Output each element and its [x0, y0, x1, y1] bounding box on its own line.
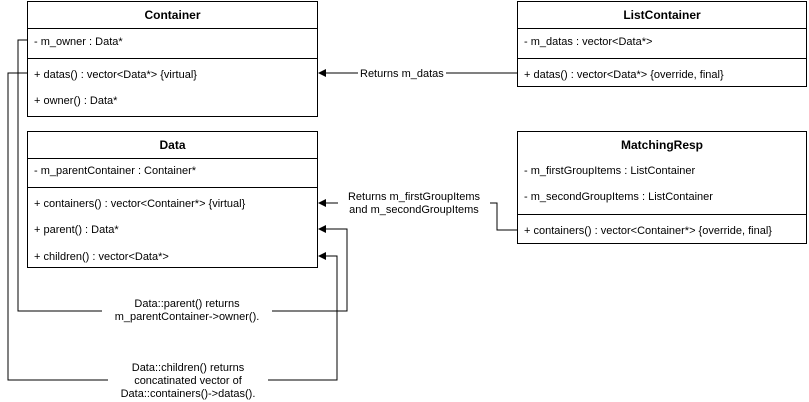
class-matching-resp-title: MatchingResp — [620, 138, 703, 152]
attribute-m-datas: - m_datas : vector<Data*> — [524, 36, 653, 48]
class-data[interactable]: Data - m_parentContainer : Container* + … — [27, 131, 318, 268]
attribute-m-second-group-items: - m_secondGroupItems : ListContainer — [524, 191, 713, 203]
method-datas-override: + datas() : vector<Data*> {override, fin… — [524, 69, 724, 81]
note-returns-groups: Returns m_firstGroupItems and m_secondGr… — [338, 191, 490, 217]
method-containers: + containers() : vector<Container*> {vir… — [34, 198, 246, 210]
method-parent: + parent() : Data* — [34, 224, 119, 236]
class-list-container[interactable]: ListContainer - m_datas : vector<Data*> … — [517, 1, 807, 87]
class-list-container-title: ListContainer — [623, 8, 701, 22]
note-children: Data::children() returns concatinated ve… — [108, 362, 268, 401]
divider — [28, 158, 317, 159]
attribute-m-parent-container: - m_parentContainer : Container* — [34, 165, 197, 177]
method-datas: + datas() : vector<Data*> {virtual} — [34, 69, 197, 81]
note-line: Data::children() returns — [131, 362, 245, 374]
note-returns-datas: Returns m_datas — [358, 68, 446, 81]
method-children: + children() : vector<Data*> — [34, 251, 169, 263]
class-container-title: Container — [144, 8, 201, 22]
divider — [518, 58, 806, 59]
divider — [518, 28, 806, 29]
class-data-title: Data — [159, 138, 186, 152]
note-line: Data::parent() returns — [134, 298, 240, 310]
divider — [518, 214, 806, 215]
divider — [28, 187, 317, 188]
note-parent: Data::parent() returns m_parentContainer… — [102, 298, 272, 324]
note-line: concatinated vector of — [134, 375, 242, 387]
note-line: m_parentContainer->owner(). — [114, 311, 260, 323]
note-line: Data::containers()->datas(). — [120, 388, 256, 400]
note-line: Returns m_firstGroupItems — [347, 191, 481, 203]
divider — [28, 28, 317, 29]
attribute-m-owner: - m_owner : Data* — [34, 36, 123, 48]
class-container[interactable]: Container - m_owner : Data* + datas() : … — [27, 1, 318, 117]
class-matching-resp[interactable]: MatchingResp - m_firstGroupItems : ListC… — [517, 131, 807, 244]
method-owner: + owner() : Data* — [34, 95, 118, 107]
divider — [28, 58, 317, 59]
attribute-m-first-group-items: - m_firstGroupItems : ListContainer — [524, 165, 696, 177]
method-containers-override: + containers() : vector<Container*> {ove… — [524, 225, 772, 237]
note-line: and m_secondGroupItems — [349, 204, 479, 216]
